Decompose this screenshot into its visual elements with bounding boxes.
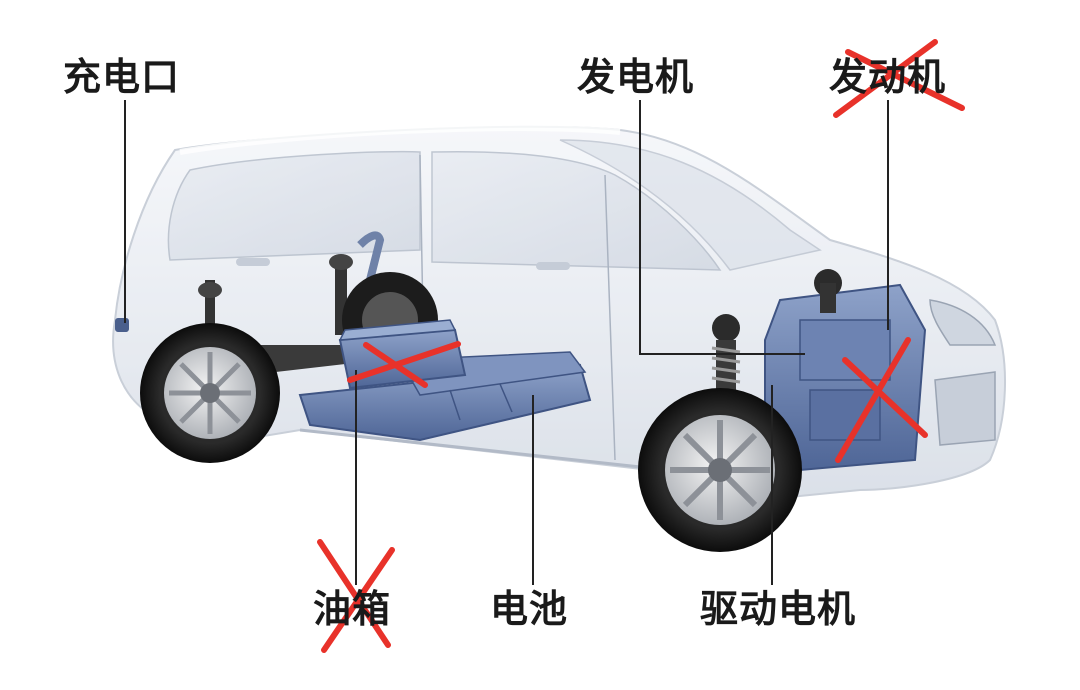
leader-generator (639, 100, 805, 355)
label-charging-port: 充电口 (63, 55, 181, 99)
engine-motor-block (711, 269, 927, 472)
label-generator: 发电机 (577, 55, 695, 99)
label-battery: 电池 (490, 587, 569, 631)
cross-fuel-tank (347, 341, 461, 388)
leader-lines (124, 100, 889, 585)
label-fuel-tank: 油箱 (313, 587, 392, 631)
cross-fuel-tank-label (317, 539, 395, 653)
label-drive-motor: 驱动电机 (700, 587, 857, 631)
front-wheel (638, 388, 802, 552)
label-engine: 发动机 (829, 55, 947, 99)
cross-engine-label (833, 39, 965, 118)
cross-marks (317, 39, 965, 653)
rear-wheel (140, 323, 280, 463)
cross-engine-block (835, 337, 928, 463)
